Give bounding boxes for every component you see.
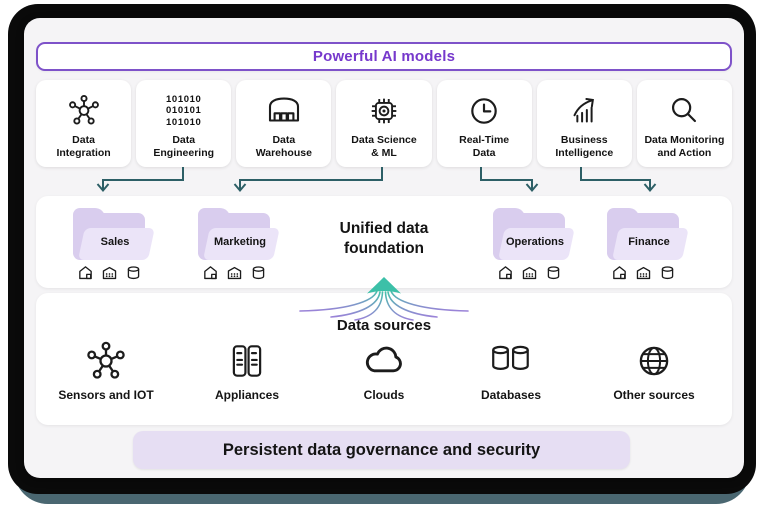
source-clouds: Clouds xyxy=(319,337,449,402)
database-icon xyxy=(127,266,139,280)
database-icon xyxy=(661,266,673,280)
source-databases: Databases xyxy=(446,337,576,402)
globe-icon xyxy=(633,337,675,385)
lakehouse-icon xyxy=(203,266,217,280)
warehouse-house-icon xyxy=(227,266,241,280)
binary-code-icon: 101010 010101 101010 xyxy=(166,94,202,128)
source-sensors-iot: Sensors and IOT xyxy=(41,337,171,402)
folder-marketing: Marketing xyxy=(192,206,280,284)
governance-banner-label: Persistent data governance and security xyxy=(222,440,541,459)
card-to-folder-arrows xyxy=(96,167,657,193)
governance-banner: Persistent data governance and security xyxy=(133,431,630,469)
lakehouse-icon xyxy=(78,266,92,280)
source-label: Clouds xyxy=(363,388,405,402)
source-other: Other sources xyxy=(589,337,719,402)
folder-label: Marketing xyxy=(214,236,266,248)
folder-label: Finance xyxy=(628,236,670,248)
database-icon xyxy=(252,266,264,280)
folder-finance: Finance xyxy=(601,206,689,284)
chip-icon xyxy=(365,89,403,133)
folder-sales: Sales xyxy=(67,206,155,284)
lakehouse-icon xyxy=(612,266,626,280)
converge-arrow-icon xyxy=(299,277,469,321)
source-appliances: Appliances xyxy=(182,337,312,402)
source-label: Databases xyxy=(480,388,542,402)
folder-operations: Operations xyxy=(487,206,575,284)
folder-label: Sales xyxy=(100,236,130,248)
cloud-icon xyxy=(361,337,407,385)
server-towers-icon xyxy=(226,337,268,385)
ai-models-banner: Powerful AI models xyxy=(36,42,732,71)
source-label: Appliances xyxy=(214,388,280,402)
source-label: Sensors and IOT xyxy=(58,388,154,402)
card-label: Data Science& ML xyxy=(351,134,417,160)
sensors-iot-icon xyxy=(84,337,128,385)
folder-label: Operations xyxy=(505,236,565,248)
databases-icon xyxy=(488,337,534,385)
warehouse-house-icon xyxy=(522,266,536,280)
card-data-science-ml: Data Science& ML xyxy=(336,80,432,167)
magnifier-icon xyxy=(665,89,703,133)
warehouse-house-icon xyxy=(636,266,650,280)
clock-icon xyxy=(465,89,503,133)
lakehouse-icon xyxy=(498,266,512,280)
data-integration-icon xyxy=(65,89,103,133)
data-sources-title: Data sources xyxy=(336,317,432,334)
chart-increase-icon xyxy=(565,89,603,133)
database-icon xyxy=(547,266,559,280)
warehouse-icon xyxy=(264,89,304,133)
source-label: Other sources xyxy=(613,388,695,402)
warehouse-house-icon xyxy=(102,266,116,280)
ai-models-banner-label: Powerful AI models xyxy=(312,48,456,65)
